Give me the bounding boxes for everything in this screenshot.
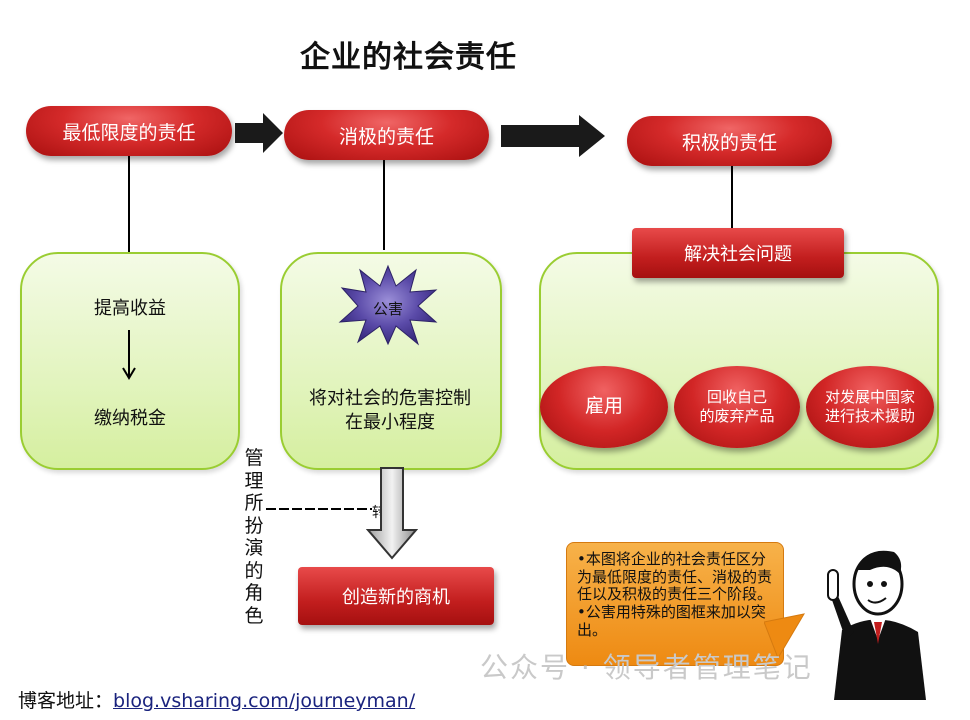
oval-tech-aid: 对发展中国家 进行技术援助 [806,366,934,448]
starburst-icon [338,264,438,346]
connector-line [731,166,733,228]
watermark: 公众号 · 领导者管理笔记 [480,651,813,684]
control-harm-line1: 将对社会的危害控制 [309,388,471,409]
right-arrow-icon [501,115,605,157]
stage-passive: 消极的责任 [284,110,489,160]
businessman-icon [827,550,926,700]
dashed-connector [266,508,372,510]
stage-minimum: 最低限度的责任 [26,106,232,156]
solve-social-problems-header: 解决社会问题 [632,228,844,278]
pay-taxes-text: 缴纳税金 [94,408,166,429]
down-arrow-icon [366,467,418,560]
control-harm-line2: 在最小程度 [345,412,435,433]
right-arrow-icon [235,113,283,153]
page-title: 企业的社会责任 [300,40,517,75]
connector-line [383,160,385,250]
connector-line [128,156,130,252]
callout-tail [764,613,806,660]
management-role-vertical: 管理所扮演的角色 [244,447,264,627]
stage-active: 积极的责任 [627,116,832,166]
down-arrow-icon [122,330,136,380]
blog-label: 博客地址： [18,690,114,712]
blog-footer: 博客地址：blog.vsharing.com/journeyman/ [18,686,415,713]
note-callout: •本图将企业的社会责任区分为最低限度的责任、消极的责任以及积极的责任三个阶段。 … [566,542,784,666]
oval-recycle: 回收自己 的废弃产品 [674,366,800,448]
raise-revenue-text: 提高收益 [94,298,166,319]
oval-employment: 雇用 [540,366,668,448]
new-opportunity-box: 创造新的商机 [298,567,494,625]
blog-link[interactable]: blog.vsharing.com/journeyman/ [113,690,416,712]
pollution-label: 公害 [372,300,403,318]
